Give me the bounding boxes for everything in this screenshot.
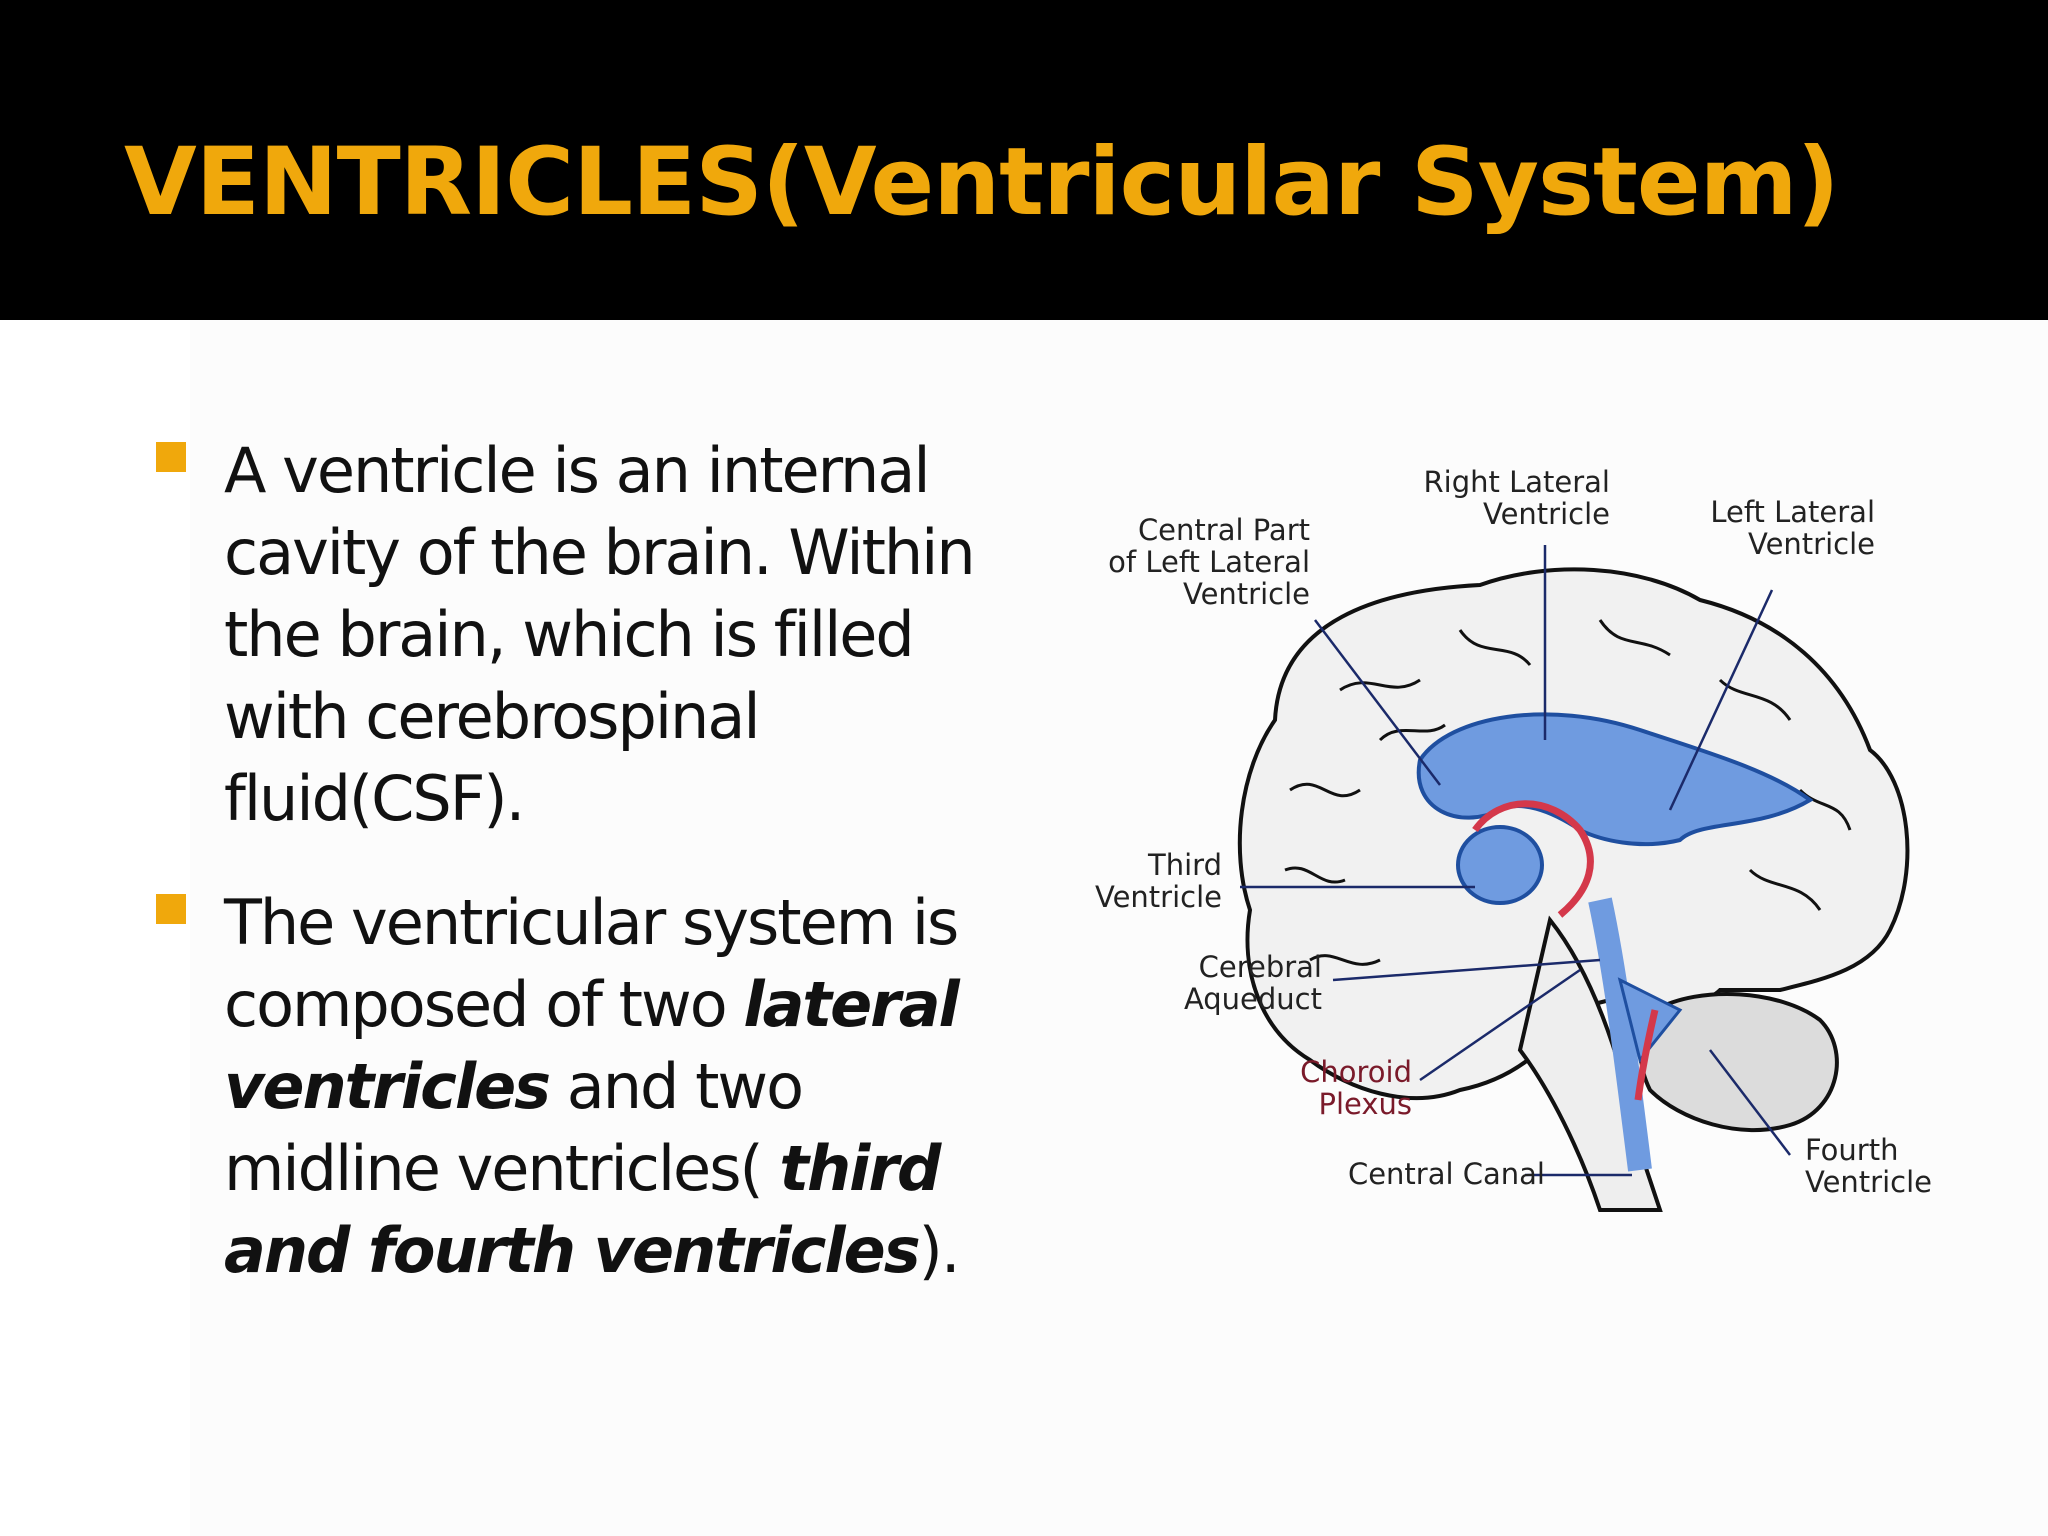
bullet-list: A ventricle is an internal cavity of the… (150, 430, 1010, 1334)
label-fourth-ventricle: Fourth (1805, 1133, 1898, 1167)
brain-outline (1237, 567, 1910, 1100)
label-third-ventricle: Third (1147, 848, 1222, 882)
bullet-square-icon (156, 442, 186, 472)
slide-title: VENTRICLES(Ventricular System) (124, 128, 1840, 237)
brain-ventricles-diagram: Right Lateral Ventricle Left Lateral Ven… (1080, 450, 1980, 1250)
bullet-text: The ventricular system is composed of tw… (224, 882, 1010, 1292)
title-bar: VENTRICLES(Ventricular System) (0, 0, 2048, 320)
bullet-item: A ventricle is an internal cavity of the… (150, 430, 1010, 840)
label-third-ventricle: Ventricle (1095, 880, 1222, 914)
label-cerebral-aqueduct: Aqueduct (1184, 982, 1322, 1016)
bullet-item: The ventricular system is composed of tw… (150, 882, 1010, 1292)
emphasis-lateral-ventricles: lateral ventricles (224, 968, 960, 1123)
label-choroid-plexus: Plexus (1318, 1087, 1412, 1121)
emphasis-third-fourth-ventricles: third and fourth ventricles (224, 1132, 941, 1287)
gyri-lines (1284, 619, 1852, 966)
bullet-square-icon (156, 894, 186, 924)
label-fourth-ventricle: Ventricle (1805, 1165, 1932, 1199)
brain-diagram-svg: Right Lateral Ventricle Left Lateral Ven… (1095, 465, 1932, 1212)
leader-lines (1240, 545, 1791, 1177)
cerebellum (1638, 991, 1839, 1133)
label-left-lateral-ventricle: Ventricle (1748, 527, 1875, 561)
bullet-text-part: and two midline ventricles( (224, 1050, 804, 1205)
bullet-text-part: The ventricular system is composed of tw… (224, 886, 959, 1041)
label-cerebral-aqueduct: Cerebral (1199, 950, 1322, 984)
bullet-text: A ventricle is an internal cavity of the… (224, 434, 976, 835)
label-central-part: Ventricle (1183, 577, 1310, 611)
label-central-canal: Central Canal (1348, 1157, 1545, 1191)
label-right-lateral-ventricle: Right Lateral (1424, 465, 1610, 499)
third-ventricle (1456, 825, 1544, 905)
label-choroid-plexus: Choroid (1300, 1055, 1412, 1089)
label-right-lateral-ventricle: Ventricle (1483, 497, 1610, 531)
bullet-text-part: ). (918, 1214, 961, 1287)
choroid-plexus-lower (1634, 1009, 1659, 1101)
label-central-part: of Left Lateral (1108, 545, 1310, 579)
label-left-lateral-ventricle: Left Lateral (1710, 495, 1875, 529)
label-central-part: Central Part (1138, 513, 1310, 547)
cerebral-aqueduct (1588, 897, 1652, 1172)
choroid-plexus (1472, 800, 1594, 918)
